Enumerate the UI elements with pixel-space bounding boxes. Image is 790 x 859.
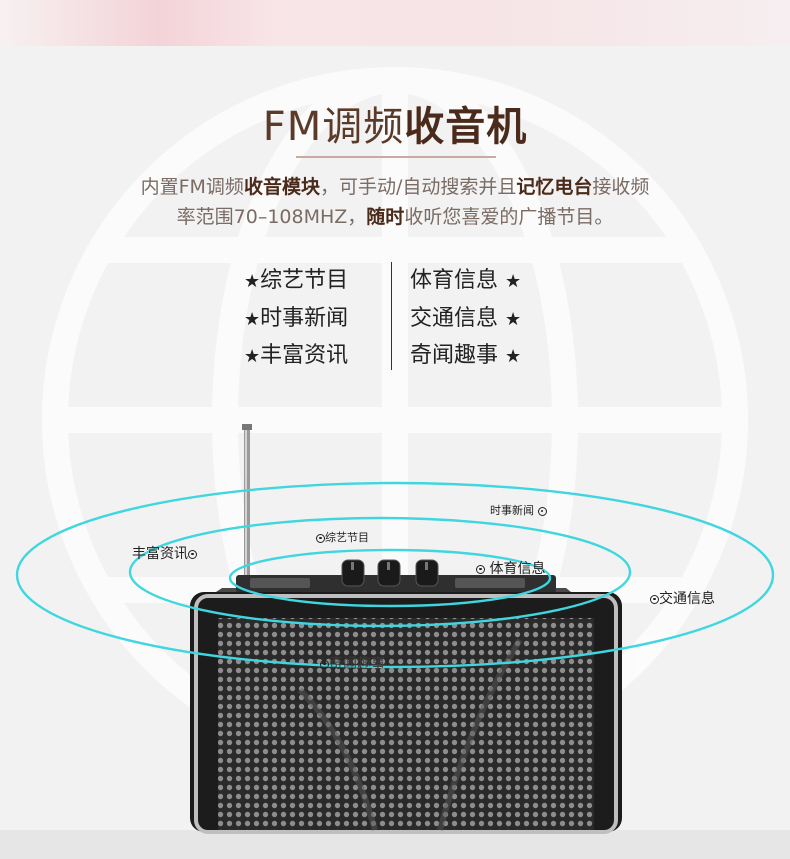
feature-item: ★时事新闻 <box>244 300 348 332</box>
target-icon <box>537 506 547 516</box>
feature-label: 奇闻趣事 <box>410 343 499 368</box>
target-icon <box>320 659 329 669</box>
star-icon: ★ <box>505 309 522 330</box>
station-text: 时事新闻 <box>490 504 534 517</box>
feature-item: 交通信息 ★ <box>410 300 521 332</box>
feature-item: 体育信息 ★ <box>410 262 521 294</box>
speaker-image <box>190 424 622 834</box>
feature-item: 奇闻趣事 ★ <box>410 337 521 369</box>
desc-highlight: 随时 <box>366 206 405 228</box>
feature-label: 体育信息 <box>410 268 499 293</box>
feature-item: ★丰富资讯 <box>244 337 348 369</box>
station-label: 体育信息 <box>476 558 545 578</box>
target-icon <box>476 564 485 574</box>
title-divider <box>296 156 496 158</box>
desc-text: 内置FM调频 <box>140 176 244 198</box>
star-icon: ★ <box>244 309 261 330</box>
desc-highlight: 记忆电台 <box>516 176 593 198</box>
desc-text: 率范围70–108MHZ， <box>176 206 367 228</box>
star-icon: ★ <box>505 271 522 292</box>
star-icon: ★ <box>244 271 261 292</box>
station-label: 交通信息 <box>650 588 715 608</box>
station-text: 丰富资讯 <box>132 546 188 562</box>
description: 内置FM调频收音模块，可手动/自动搜索并且记忆电台接收频 率范围70–108MH… <box>60 172 730 232</box>
star-icon: ★ <box>505 346 522 367</box>
star-icon: ★ <box>244 346 261 367</box>
station-label: 综艺节目 <box>316 529 369 545</box>
desc-highlight: 收音模块 <box>243 176 320 198</box>
station-text: 综艺节目 <box>325 531 369 544</box>
station-label: 时事新闻 <box>490 502 547 518</box>
target-icon <box>650 594 659 604</box>
feature-label: 综艺节目 <box>260 268 349 293</box>
station-text: 交通信息 <box>659 591 715 607</box>
target-icon <box>316 533 325 543</box>
desc-text: 收听您喜爱的广播节目。 <box>404 206 614 228</box>
desc-text: 接收频 <box>592 176 650 198</box>
target-icon <box>188 549 197 559</box>
signal-waves <box>15 481 775 669</box>
title-bold: 收音机 <box>404 104 528 150</box>
station-label: 丰富资讯 <box>132 543 197 563</box>
desc-text: ，可手动/自动搜索并且 <box>319 176 517 198</box>
features-divider <box>391 262 392 370</box>
feature-item: ★综艺节目 <box>244 262 348 294</box>
feature-label: 时事新闻 <box>260 306 349 331</box>
feature-label: 交通信息 <box>410 306 499 331</box>
page-title: FM调频收音机 <box>0 94 790 152</box>
station-label: 奇闻趣事 <box>320 653 385 673</box>
station-text: 体育信息 <box>489 561 546 577</box>
feature-label: 丰富资讯 <box>260 343 349 368</box>
title-light: FM调频 <box>262 104 405 150</box>
station-text: 奇闻趣事 <box>329 656 385 672</box>
